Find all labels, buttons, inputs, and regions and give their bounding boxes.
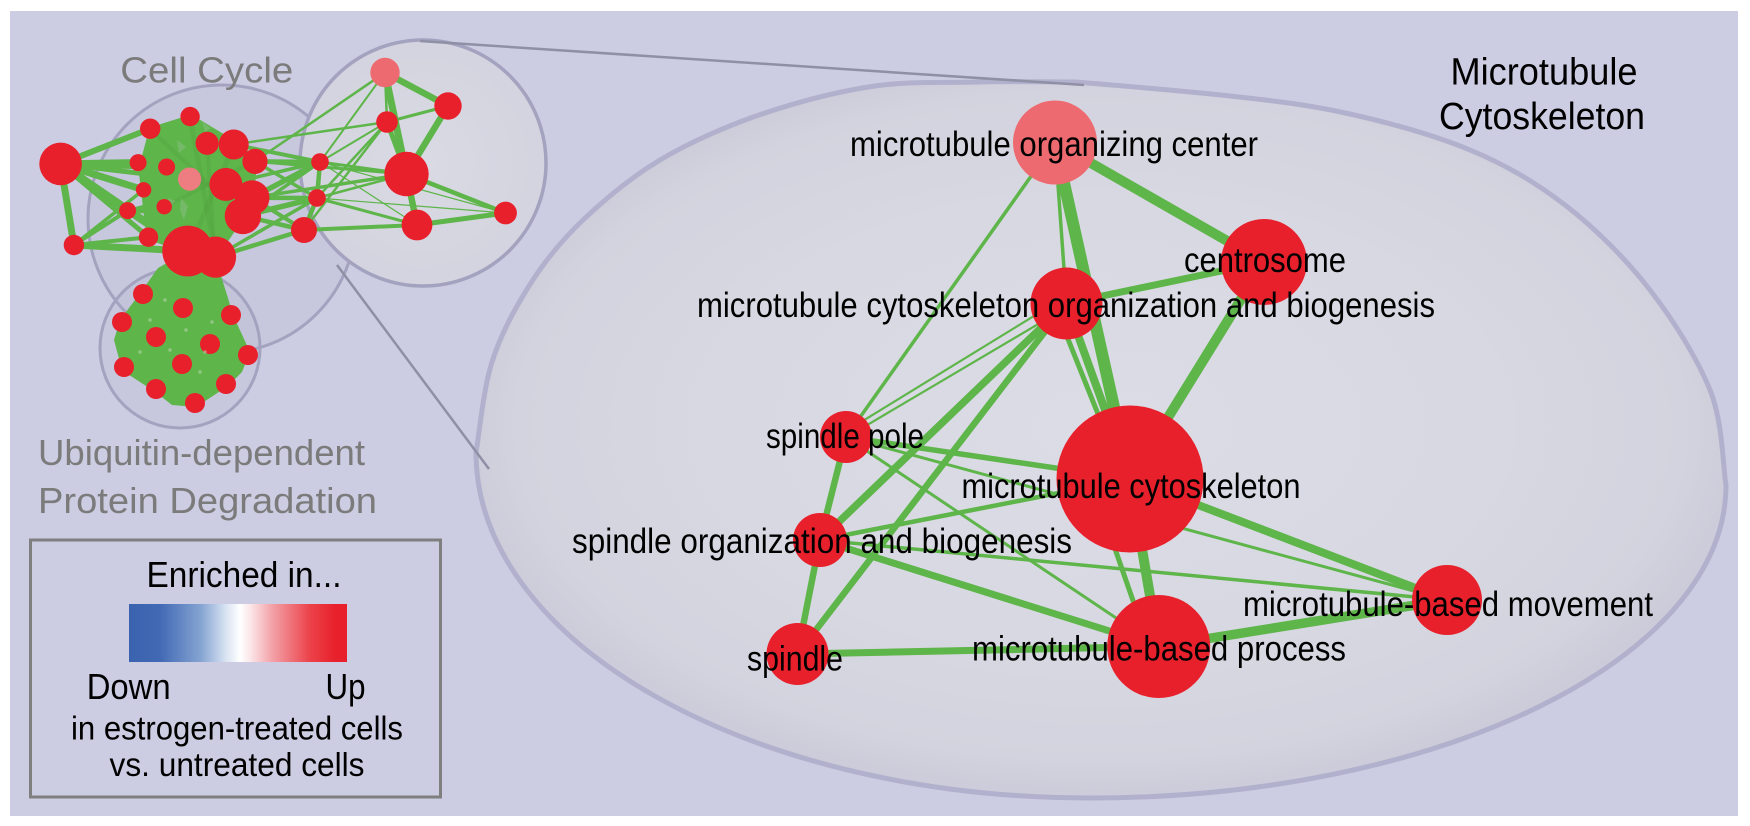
svg-text:microtubule cytoskeleton organ: microtubule cytoskeleton organization an… bbox=[697, 286, 1435, 325]
svg-text:Cytoskeleton: Cytoskeleton bbox=[1439, 96, 1645, 138]
svg-text:Up: Up bbox=[326, 666, 366, 707]
svg-text:microtubule-based process: microtubule-based process bbox=[972, 630, 1346, 669]
svg-text:spindle: spindle bbox=[747, 640, 843, 679]
svg-text:microtubule organizing center: microtubule organizing center bbox=[850, 125, 1258, 164]
svg-text:Microtubule: Microtubule bbox=[1451, 51, 1638, 93]
svg-text:Ubiquitin-dependent: Ubiquitin-dependent bbox=[38, 432, 365, 473]
svg-text:vs. untreated cells: vs. untreated cells bbox=[110, 746, 365, 783]
svg-text:Enriched in...: Enriched in... bbox=[147, 554, 342, 595]
svg-text:microtubule-based movement: microtubule-based movement bbox=[1243, 585, 1653, 624]
svg-text:spindle pole: spindle pole bbox=[766, 417, 924, 456]
svg-text:Down: Down bbox=[87, 666, 171, 707]
svg-text:Protein Degradation: Protein Degradation bbox=[38, 480, 377, 521]
svg-text:centrosome: centrosome bbox=[1184, 241, 1346, 280]
svg-text:Cell Cycle: Cell Cycle bbox=[120, 50, 293, 91]
svg-text:in estrogen-treated cells: in estrogen-treated cells bbox=[71, 710, 403, 747]
svg-text:microtubule cytoskeleton: microtubule cytoskeleton bbox=[962, 467, 1301, 506]
svg-text:spindle organization and bioge: spindle organization and biogenesis bbox=[572, 522, 1072, 561]
